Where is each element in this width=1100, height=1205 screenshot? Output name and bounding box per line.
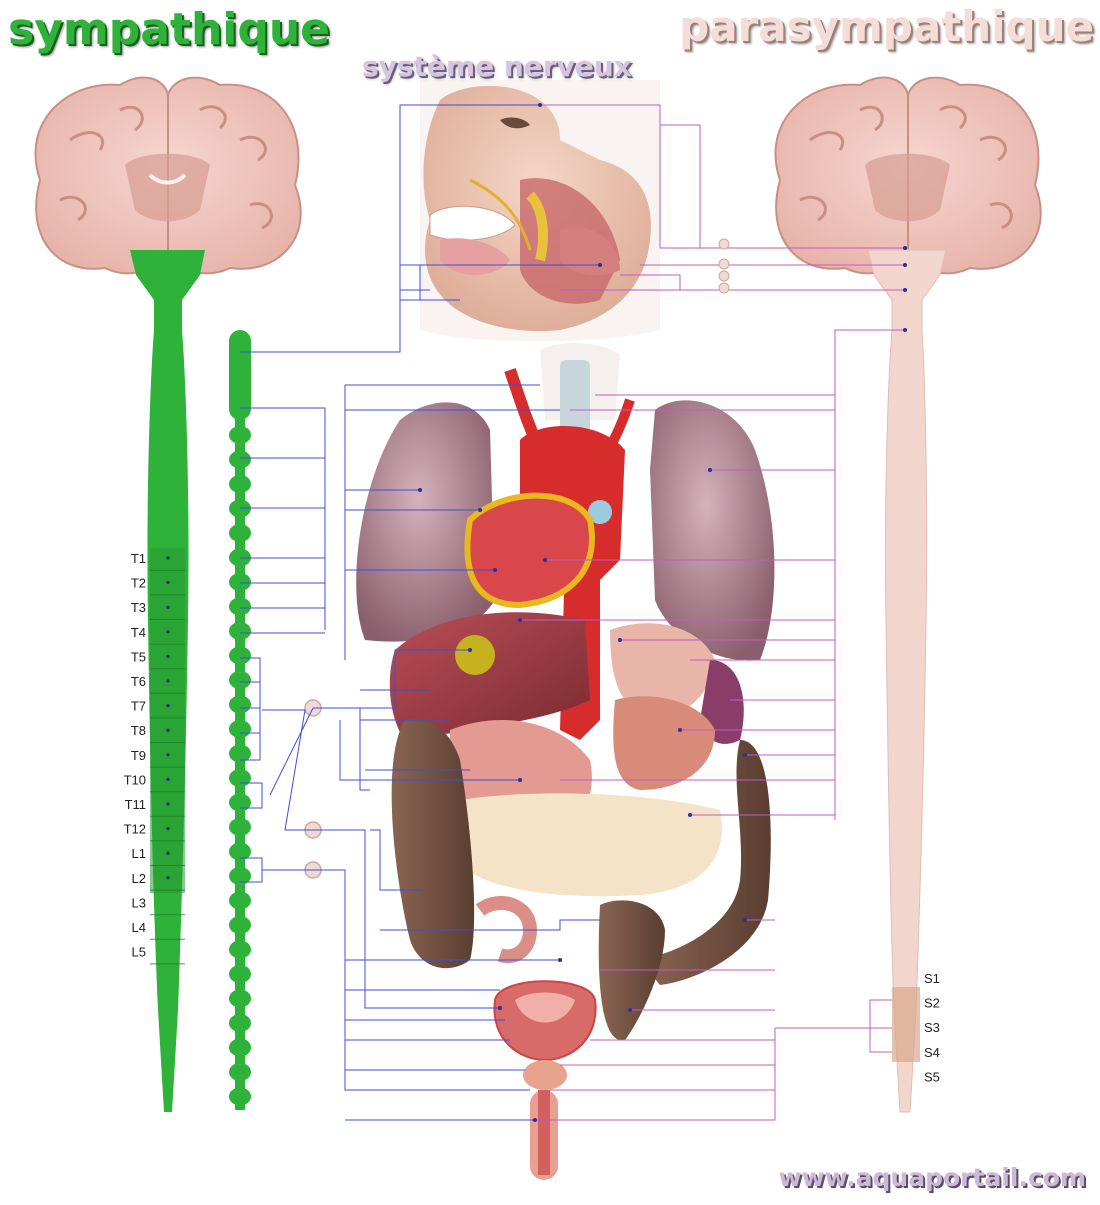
segment-label-t11: T11: [125, 797, 146, 812]
segment-label-t3: T3: [131, 600, 146, 615]
chain-ganglion: [229, 426, 251, 444]
footer-url: www.aquaportail.com: [778, 1163, 1086, 1192]
chain-ganglion: [229, 573, 251, 591]
segment-label-s3: S3: [924, 1020, 940, 1035]
segment-label-s2: S2: [924, 996, 940, 1011]
segment-label-t4: T4: [131, 625, 146, 640]
target-dots: [418, 103, 907, 1122]
segment-dot: [166, 605, 170, 609]
segment-label-t5: T5: [131, 649, 146, 664]
chain-ganglion: [229, 916, 251, 934]
chain-ganglion: [229, 891, 251, 910]
segment-label-t9: T9: [131, 748, 146, 763]
chain-ganglion: [229, 450, 251, 469]
title-sympathetic: sympathique: [8, 4, 331, 55]
sympathetic-chain: [229, 330, 251, 1110]
chain-ganglion: [229, 597, 251, 616]
segment-label-l3: L3: [132, 895, 146, 910]
parasympathetic-wires: [520, 104, 905, 1121]
segment-dot: [166, 876, 170, 880]
segment-dot: [166, 704, 170, 708]
segment-label-t8: T8: [131, 723, 146, 738]
segment-label-t12: T12: [124, 822, 146, 837]
chain-ganglion: [229, 818, 251, 836]
parasympathetic-spinal-cord: [867, 249, 947, 1113]
chain-ganglion: [229, 524, 251, 542]
chain-ganglion: [229, 989, 251, 1008]
chain-ganglion: [229, 1087, 251, 1106]
segment-dot: [166, 777, 170, 782]
sympathetic-wires: [240, 104, 600, 1121]
chain-ganglion: [229, 793, 251, 812]
chain-ganglion: [229, 671, 251, 689]
chain-ganglion: [229, 965, 251, 983]
segment-label-t10: T10: [124, 772, 146, 787]
chain-ganglion: [229, 744, 251, 763]
chain-ganglion: [229, 940, 251, 959]
title-parasympathetic: parasympathique: [679, 2, 1094, 51]
thoracolumbar-band: [150, 548, 185, 893]
segment-label-t2: T2: [131, 576, 146, 591]
chain-ganglion: [229, 720, 251, 738]
chain-ganglion: [229, 1038, 251, 1057]
segment-dot: [166, 802, 170, 806]
segment-dot: [166, 827, 170, 831]
prevertebral-ganglia: [304, 699, 322, 879]
cranial-ganglia: [718, 238, 730, 294]
title-nervous-system: système nerveux: [362, 50, 632, 83]
segment-label-s5: S5: [924, 1069, 940, 1084]
head-illustration: [420, 80, 660, 342]
chain-ganglion: [229, 1014, 251, 1032]
segment-dot: [166, 630, 170, 634]
segment-dot: [166, 851, 170, 855]
chain-ganglion: [229, 769, 251, 787]
segment-label-s4: S4: [924, 1045, 940, 1060]
segment-label-l1: L1: [132, 846, 146, 861]
pelvic-illustration: [493, 980, 597, 1180]
segment-dot: [166, 556, 170, 560]
chain-ganglion: [229, 867, 251, 885]
segment-label-t6: T6: [131, 674, 146, 689]
thorax-abdomen-illustration: [356, 343, 775, 1041]
segment-label-t1: T1: [131, 551, 146, 566]
chain-ganglion: [229, 695, 251, 714]
segment-dividers: [150, 569, 185, 965]
segment-dot: [166, 753, 170, 757]
chain-ganglion: [229, 622, 251, 640]
sacral-band: [892, 987, 920, 1062]
segment-dot: [166, 581, 170, 585]
segment-label-t7: T7: [131, 699, 146, 714]
segment-label-l2: L2: [132, 871, 146, 886]
segment-dot: [166, 679, 170, 683]
sympathetic-brain: [34, 76, 302, 275]
chain-ganglion: [229, 646, 251, 665]
parasympathetic-brain: [774, 76, 1042, 275]
segment-label-l4: L4: [132, 920, 146, 935]
segment-label-l5: L5: [132, 945, 146, 960]
chain-ganglion: [229, 1063, 251, 1081]
segment-dot: [166, 654, 170, 659]
segment-dot: [166, 728, 170, 732]
segment-label-s1: S1: [924, 971, 940, 986]
chain-ganglion: [229, 475, 251, 493]
chain-ganglion: [229, 842, 251, 861]
